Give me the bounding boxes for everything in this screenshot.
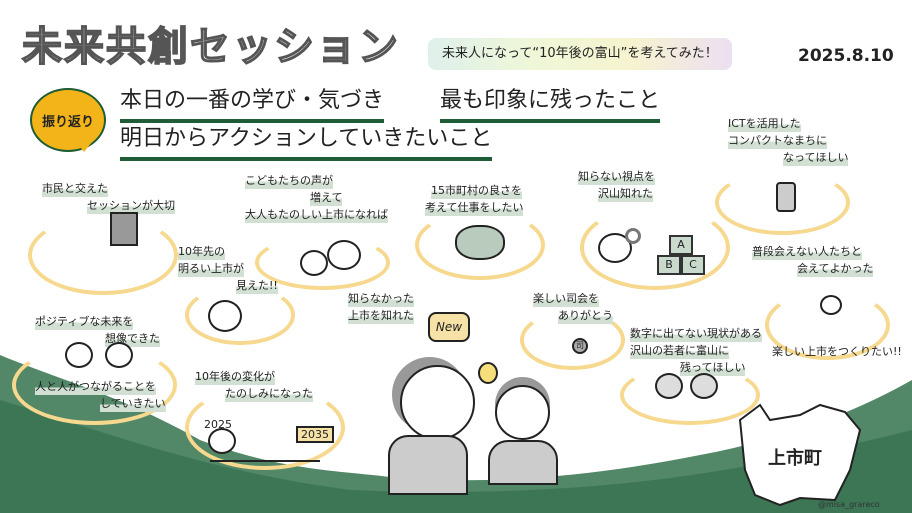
question-learning: 本日の一番の学び・気づき xyxy=(120,82,385,123)
note-positive-future: ポジティブな未来を想像できた xyxy=(35,313,160,347)
yellow-loop xyxy=(28,215,178,295)
yellow-loop xyxy=(12,345,177,425)
timeline-arrow xyxy=(210,460,320,462)
microphone-icon: 司 xyxy=(572,338,588,354)
session-date: 2025.8.10 xyxy=(798,46,894,66)
yellow-loop xyxy=(520,310,625,370)
note-build-fun-kamiichi: 楽しい上市をつくりたい!! xyxy=(772,343,902,360)
person-icon xyxy=(820,295,842,315)
note-line: コンパクトなまちに xyxy=(728,132,827,149)
building-character-icon xyxy=(110,212,138,246)
reflection-speech-bubble: 振り返り xyxy=(30,88,106,152)
note-line: 数字に出てない現状がある xyxy=(630,325,762,342)
note-bright-future: 10年先の明るい上市が見えた!! xyxy=(178,243,278,294)
person-icon xyxy=(208,300,242,332)
block-b: B xyxy=(657,255,681,275)
note-line: 楽しい司会を xyxy=(533,290,599,307)
block-c: C xyxy=(681,255,705,275)
note-line: 増えて xyxy=(310,189,343,206)
girl-body xyxy=(488,440,558,485)
smartphone-icon xyxy=(776,182,796,212)
question-action: 明日からアクションしていきたいこと xyxy=(120,120,493,161)
new-badge: New xyxy=(428,312,470,342)
note-line: なってほしい xyxy=(783,149,849,166)
magnifier-icon xyxy=(625,228,641,244)
note-line: 人と人がつながることを xyxy=(35,378,156,395)
note-look-forward-change: 10年後の変化がたのしみになった xyxy=(195,368,313,402)
person-icon xyxy=(655,373,683,399)
note-youth-stay-toyama: 数字に出てない現状がある沢山の若者に富山に残ってほしい xyxy=(630,325,762,376)
person-icon xyxy=(65,342,93,368)
yellow-loop xyxy=(415,210,545,280)
yellow-loop xyxy=(185,385,345,470)
note-line: セッションが大切 xyxy=(87,197,175,214)
note-line: ICTを活用した xyxy=(728,115,801,132)
block-a: A xyxy=(669,235,693,255)
person-icon xyxy=(300,250,328,276)
note-line: ポジティブな未来を xyxy=(35,313,134,330)
artist-credit: @misa_grareco xyxy=(818,500,880,509)
note-line: していきたい xyxy=(100,395,166,412)
note-line: 残ってほしい xyxy=(680,359,746,376)
note-new-perspectives: 知らない視点を沢山知れた xyxy=(578,168,655,202)
town-label: 上市町 xyxy=(768,448,822,469)
note-line: 大人もたのしい上市になれば xyxy=(245,206,388,223)
note-thanks-facilitator: 楽しい司会をありがとう xyxy=(533,290,613,324)
yellow-loop xyxy=(715,170,850,235)
person-icon xyxy=(208,428,236,454)
note-line: 見えた!! xyxy=(236,277,278,294)
person-icon xyxy=(690,373,718,399)
note-line: 考えて仕事をしたい xyxy=(425,199,524,216)
blob-character-icon xyxy=(455,225,505,260)
abc-blocks-icon: A B C xyxy=(655,235,715,280)
yellow-loop xyxy=(580,205,730,290)
timeline-start-year: 2025 xyxy=(204,418,232,431)
note-line: 沢山知れた xyxy=(598,185,653,202)
yellow-loop xyxy=(765,290,890,360)
boy-character xyxy=(400,365,475,440)
kamiichi-map-shape xyxy=(738,403,862,507)
note-line: 会えてよかった xyxy=(797,260,874,277)
note-children-voices: こどもたちの声が増えて大人もたのしい上市になれば xyxy=(245,172,388,223)
note-line: たのしみになった xyxy=(225,385,313,402)
note-line: 10年後の変化が xyxy=(195,368,275,385)
note-ict-compact-town: ICTを活用したコンパクトなまちになってほしい xyxy=(728,115,849,166)
note-line: 明るい上市が xyxy=(178,260,244,277)
note-15-municipalities: 15市町村の良さを考えて仕事をしたい xyxy=(425,182,524,216)
yellow-loop xyxy=(620,365,760,425)
note-meet-people: 普段会えない人たちと会えてよかった xyxy=(752,243,874,277)
note-line: 沢山の若者に富山に xyxy=(630,342,729,359)
page-title: 未来共創セッション xyxy=(21,23,400,71)
note-line: 上市を知れた xyxy=(348,307,414,324)
girl-character xyxy=(495,385,550,440)
lightbulb-icon xyxy=(478,362,498,384)
yellow-loop xyxy=(255,235,390,290)
subtitle-banner: 未来人になって“10年後の富山”を考えてみた！ xyxy=(428,38,732,70)
note-line: ありがとう xyxy=(558,307,613,324)
reflection-badge-label: 振り返り xyxy=(41,114,94,130)
note-line: 10年先の xyxy=(178,243,225,260)
note-line: こどもたちの声が xyxy=(245,172,333,189)
note-line: 15市町村の良さを xyxy=(431,182,522,199)
question-impression: 最も印象に残ったこと xyxy=(440,82,661,123)
note-learned-kamiichi: 知らなかった上市を知れた xyxy=(348,290,414,324)
note-citizen-session: 市民と交えたセッションが大切 xyxy=(42,180,175,214)
note-line: 知らなかった xyxy=(348,290,414,307)
note-line: 楽しい上市をつくりたい!! xyxy=(772,345,902,358)
boy-body xyxy=(388,435,468,495)
note-line: 普段会えない人たちと xyxy=(752,243,862,260)
person-icon xyxy=(105,342,133,368)
note-line: 市民と交えた xyxy=(42,180,108,197)
person-icon xyxy=(327,240,361,270)
note-connect-people: 人と人がつながることをしていきたい xyxy=(35,378,166,412)
note-line: 知らない視点を xyxy=(578,168,655,185)
timeline-end-year: 2035 xyxy=(296,426,334,443)
yellow-loop xyxy=(185,285,295,345)
